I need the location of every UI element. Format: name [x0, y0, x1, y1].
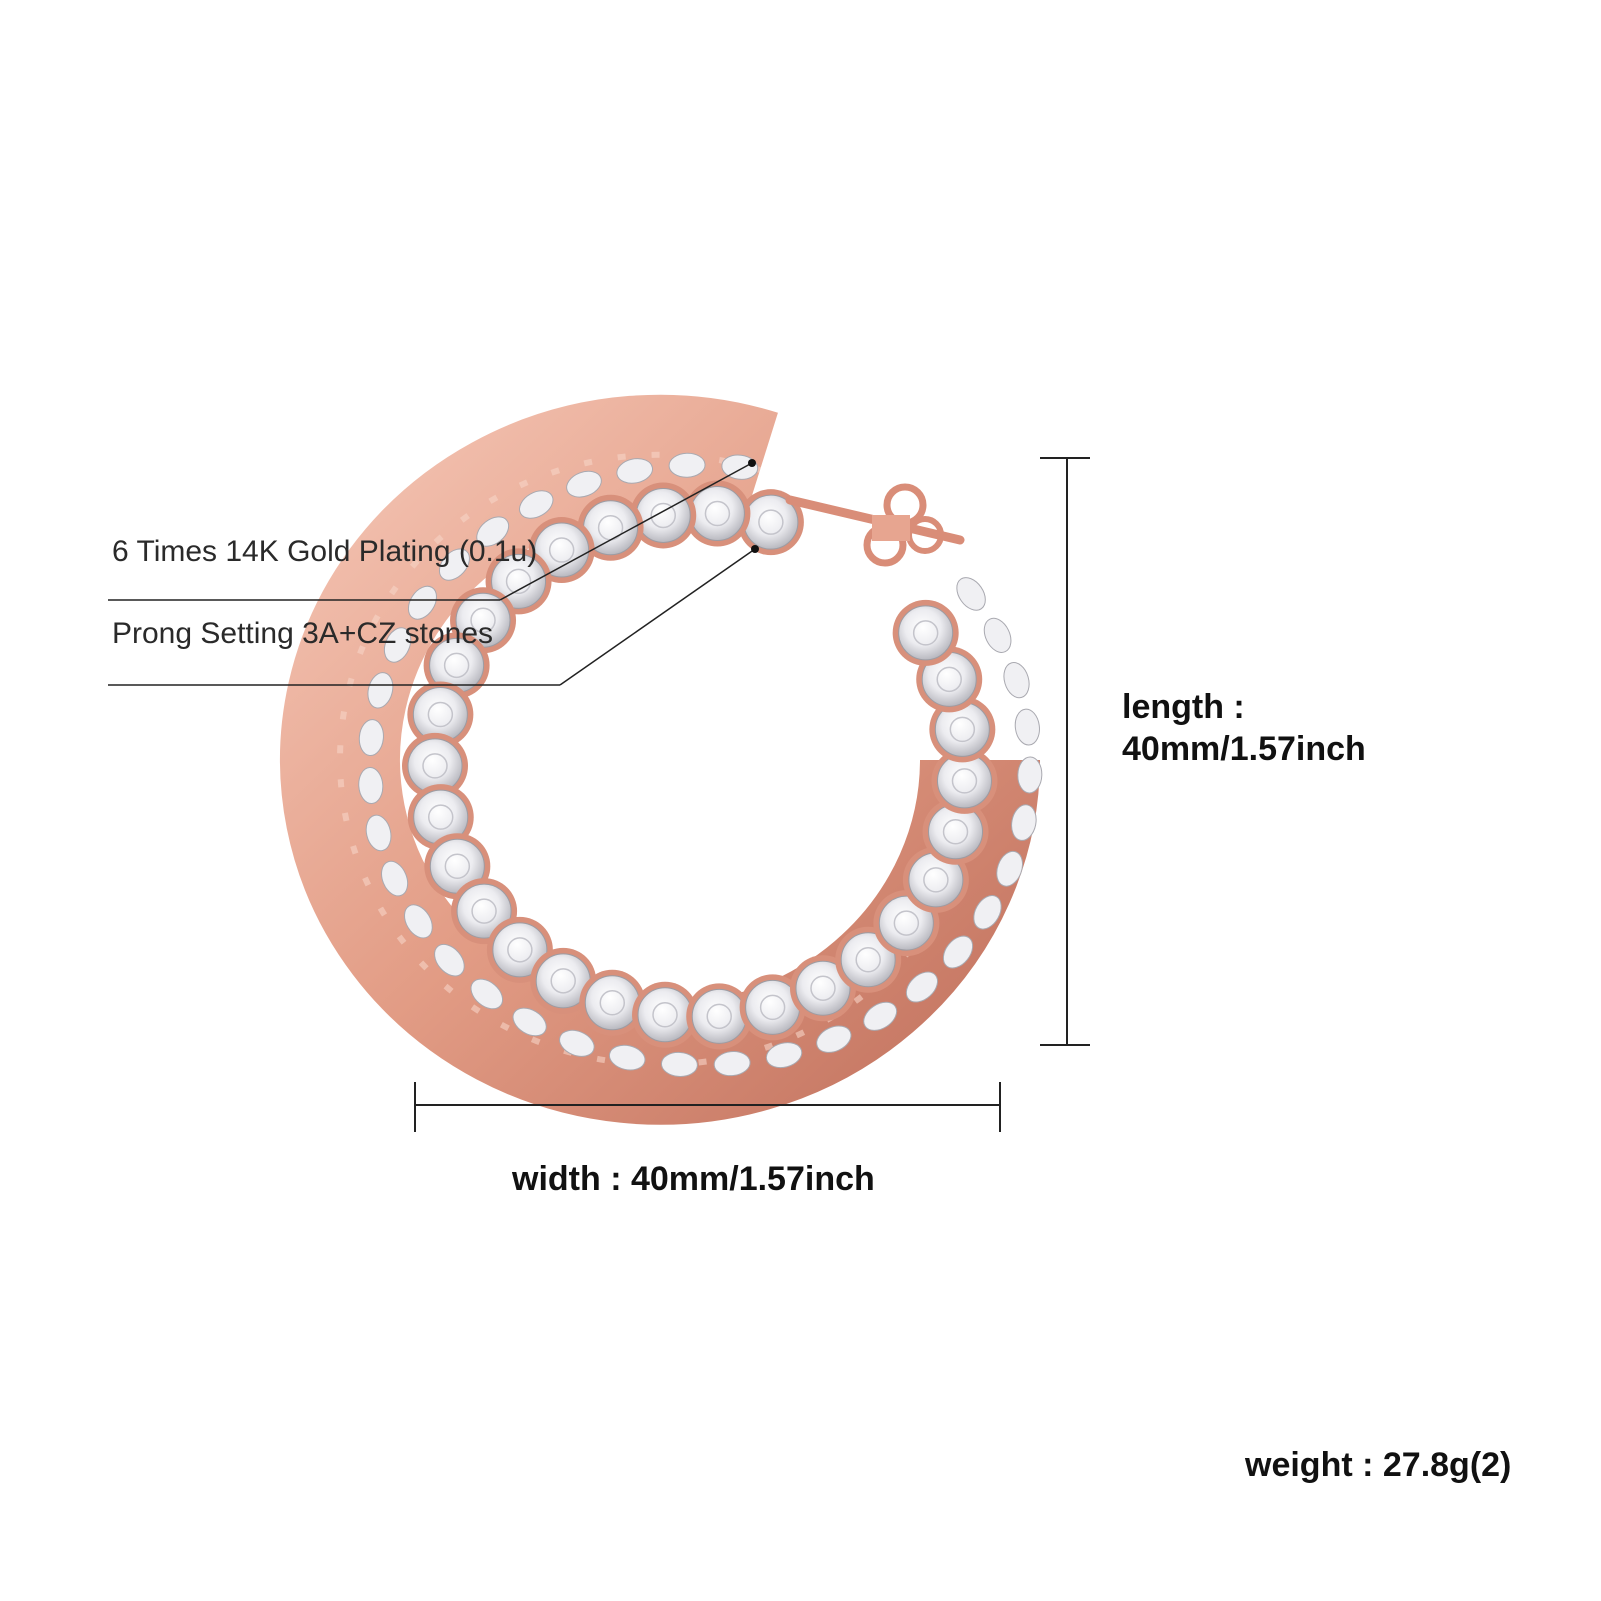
cz-stone: [795, 960, 851, 1016]
edge-stone: [407, 585, 437, 620]
edge-stone: [616, 458, 653, 484]
edge-stone: [942, 935, 974, 969]
stone-facet: [949, 716, 976, 743]
stone-facet: [893, 910, 920, 936]
stone-facet: [471, 898, 497, 924]
stone-facet: [650, 502, 676, 529]
edge-stone: [566, 470, 602, 498]
cz-stone: [491, 553, 547, 609]
stone-facet: [936, 666, 962, 693]
edge-stone: [1003, 662, 1030, 699]
edge-stone: [996, 850, 1023, 887]
edge-stone: [713, 1051, 751, 1077]
edge-stone: [512, 1007, 547, 1037]
edge-stone: [438, 548, 470, 581]
edge-stone: [434, 943, 465, 977]
edge-stone: [956, 577, 986, 611]
edge-stone: [1011, 804, 1037, 841]
stone-facet: [470, 607, 496, 634]
length-dimension: [1040, 457, 1090, 1046]
edge-stone: [905, 971, 939, 1003]
edge-stone: [358, 767, 384, 804]
cz-stone: [928, 804, 984, 860]
edge-stone: [381, 860, 409, 897]
edge-stone: [358, 719, 384, 757]
weight-spec: weight : 27.8g(2): [1245, 1446, 1512, 1484]
edge-stone: [367, 672, 394, 709]
edge-stone: [519, 490, 554, 519]
stone-facet: [923, 867, 949, 893]
cz-stone: [878, 895, 934, 951]
stone-facet: [422, 753, 448, 779]
edge-stone: [1014, 708, 1040, 746]
stone-facet: [652, 1002, 678, 1028]
edge-stone: [365, 814, 392, 852]
callout-lines: [108, 459, 759, 686]
stone-facet: [704, 500, 731, 527]
earring-post: [785, 483, 965, 567]
stone-facet: [505, 568, 532, 595]
stone-facet: [951, 768, 978, 794]
cz-stone: [492, 922, 548, 978]
stone-facet: [599, 990, 626, 1016]
width-dimension: [414, 1082, 1001, 1132]
cz-stone: [689, 486, 745, 542]
stone-facet: [427, 701, 454, 728]
cz-stones: [358, 452, 1043, 1077]
stone-facet: [810, 975, 836, 1001]
stone-facet: [912, 620, 939, 646]
length-value: 40mm/1.57inch: [1122, 730, 1366, 768]
stone-facet: [507, 937, 533, 963]
stone-facet: [706, 1003, 732, 1030]
stone-facet: [942, 819, 969, 845]
cz-stone: [584, 975, 640, 1031]
stone-facet: [758, 509, 784, 535]
stone-facet: [444, 853, 471, 879]
edge-stone: [816, 1025, 852, 1053]
stone-facet: [759, 994, 786, 1021]
cz-stone: [456, 883, 512, 939]
length-label: length :: [1122, 688, 1245, 726]
edge-stone: [668, 452, 706, 478]
edge-stone: [559, 1029, 595, 1057]
cz-stone: [840, 932, 896, 988]
edge-stone: [1017, 756, 1043, 794]
cz-stone: [898, 605, 954, 661]
edge-stone: [983, 617, 1012, 653]
edge-stone: [765, 1042, 803, 1069]
edge-stone: [863, 1001, 898, 1031]
edge-stone: [476, 516, 510, 547]
stone-facet: [427, 804, 454, 830]
stone-facet: [550, 968, 576, 994]
stone-facet: [548, 537, 575, 563]
edge-stone: [404, 904, 433, 939]
edge-stone: [470, 978, 504, 1010]
cz-stone: [637, 987, 693, 1043]
edge-stone: [608, 1044, 646, 1071]
cz-stone: [635, 487, 691, 543]
edge-stone: [383, 627, 412, 663]
edge-stone: [973, 895, 1002, 930]
stone-facet: [443, 652, 470, 679]
cz-stone: [691, 988, 747, 1044]
cz-stone: [534, 522, 590, 578]
setting-callout: Prong Setting 3A+CZ stones: [112, 617, 494, 650]
stone-facet: [855, 946, 881, 973]
width-spec: width : 40mm/1.57inch: [512, 1160, 875, 1198]
edge-stone: [660, 1051, 698, 1077]
plating-callout: 6 Times 14K Gold Plating (0.1u): [112, 535, 538, 568]
